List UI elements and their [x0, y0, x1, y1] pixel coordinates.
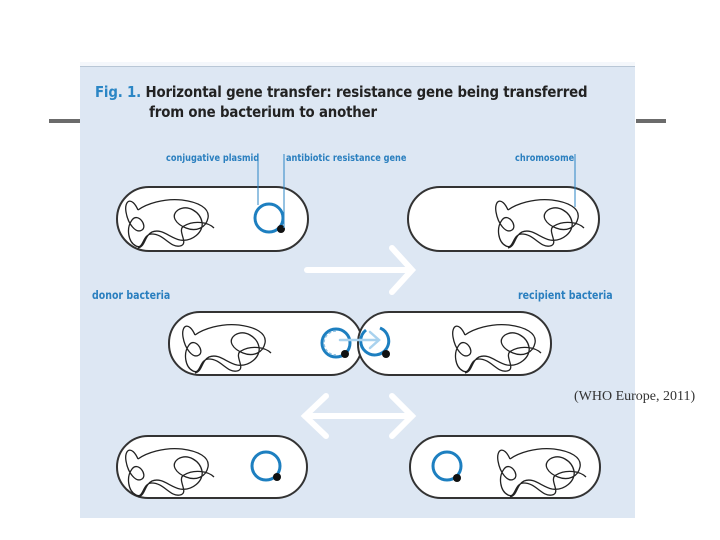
label-chromosome: chromosome — [515, 153, 575, 164]
resistance-gene-icon — [273, 473, 281, 481]
figure-title-line2: from one bacterium to another — [149, 103, 377, 121]
slide-divider-left — [49, 119, 81, 123]
transfer-arrow — [304, 245, 417, 295]
figure-number: Fig. 1. — [95, 83, 142, 101]
slide-divider-right — [636, 119, 666, 123]
figure-title: Fig. 1. Horizontal gene transfer: resist… — [95, 82, 588, 122]
plasmid-icon — [253, 202, 285, 234]
resistance-gene-icon — [277, 225, 285, 233]
recipient-bacterium-before — [407, 186, 600, 252]
figure-title-line1: Horizontal gene transfer: resistance gen… — [145, 83, 588, 101]
plasmid-transfer — [320, 326, 391, 359]
figure-panel-top-band — [80, 62, 635, 66]
resistance-gene-icon — [341, 350, 349, 358]
plasmid-icon — [250, 450, 282, 482]
donor-plasmid-icon — [320, 327, 352, 359]
citation: (WHO Europe, 2011) — [574, 389, 696, 404]
recipient-plasmid-icon — [359, 326, 391, 357]
recipient-bacterium-after — [409, 435, 601, 499]
plasmid-icon — [431, 450, 463, 482]
label-recipient-bacteria: recipient bacteria — [518, 288, 613, 302]
figure-panel-top-line — [80, 66, 635, 67]
separation-arrow — [300, 393, 417, 439]
transfer-direction-arrow — [338, 330, 381, 350]
label-donor-bacteria: donor bacteria — [92, 288, 171, 302]
donor-bacterium-before — [116, 186, 309, 252]
resistance-gene-icon — [453, 474, 461, 482]
label-conjugative-plasmid: conjugative plasmid — [166, 153, 260, 164]
resistance-gene-icon — [382, 350, 390, 358]
recipient-bacterium-conjugating — [357, 311, 552, 376]
label-antibiotic-resistance-gene: antibiotic resistance gene — [286, 153, 407, 164]
donor-bacterium-conjugating — [168, 311, 363, 376]
donor-bacterium-after — [116, 435, 308, 499]
